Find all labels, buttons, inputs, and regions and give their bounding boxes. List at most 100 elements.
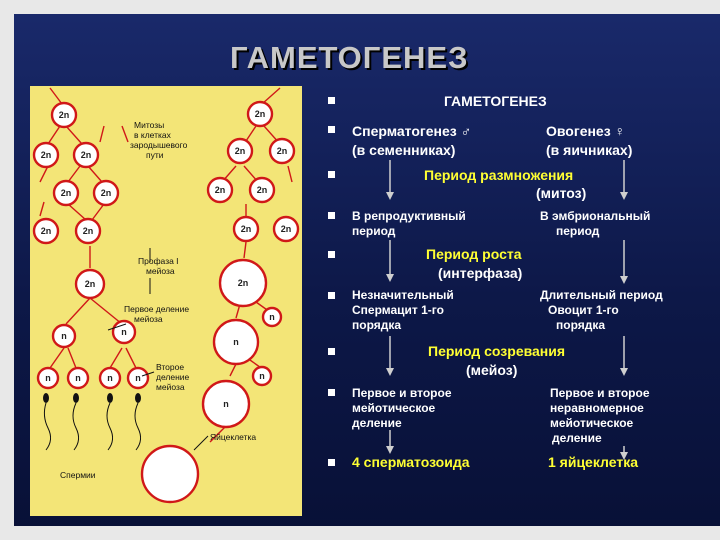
down-arrow-icon: [386, 446, 394, 454]
square-bullet-icon: [328, 212, 335, 219]
down-arrow-icon: [386, 274, 394, 282]
second-division-label-line: деление: [156, 372, 190, 382]
ovo-time-line: период: [556, 224, 600, 238]
large-cell: [201, 379, 251, 429]
ovo-title: Овогенез ♀: [546, 123, 625, 139]
square-bullet-icon: [328, 348, 335, 355]
large-cell: [218, 258, 268, 308]
cell: [52, 179, 80, 207]
sperm-head: [135, 393, 141, 403]
sperm-division-line: мейотическое: [352, 401, 436, 415]
cell-label: n: [223, 399, 229, 409]
ovo-division-line: мейотическое: [550, 416, 634, 430]
mitosis-label-line: в клетках: [134, 130, 172, 140]
second-division-label-line: Второе: [156, 362, 184, 372]
ovo-growth-line: Длительный период: [540, 288, 663, 302]
cell: [98, 366, 122, 390]
cell-label: 2n: [277, 146, 288, 156]
bottom-border: [0, 526, 720, 540]
result-sperm: 4 сперматозоида: [352, 454, 470, 470]
sperm-head: [107, 393, 113, 403]
ovo-place: (в яичниках): [546, 142, 632, 158]
cell-label: n: [45, 373, 51, 383]
polar-body: [261, 306, 283, 328]
ovo-time-line: В эмбриональный: [540, 209, 650, 223]
square-bullet-icon: [328, 97, 335, 104]
sperm-growth-line: порядка: [352, 318, 401, 332]
ovo-growth-line: порядка: [556, 318, 605, 332]
sperm-title: Сперматогенез ♂: [352, 123, 471, 139]
cell-label: n: [259, 371, 265, 381]
sperm-tails: [43, 393, 142, 451]
cell: [74, 268, 106, 300]
period-reproduction-note: (митоз): [536, 185, 586, 201]
down-arrow-icon: [620, 452, 628, 460]
sperm-growth-line: Спермацит 1-го: [352, 303, 444, 317]
sperm-division-line: Первое и второе: [352, 386, 452, 400]
result-ovo: 1 яйцеклетка: [548, 454, 638, 470]
sperm-head: [43, 393, 49, 403]
sperm-division-line: деление: [352, 416, 402, 430]
cell-label: n: [107, 373, 113, 383]
cell: [248, 176, 276, 204]
cell: [74, 217, 102, 245]
cell: [206, 176, 234, 204]
cell-label: 2n: [238, 278, 249, 288]
cell-label: n: [269, 312, 275, 322]
sperm-place: (в семенниках): [352, 142, 455, 158]
egg-cell: [140, 444, 200, 504]
cell-label: 2n: [59, 110, 70, 120]
cell: [66, 366, 90, 390]
cell: [268, 137, 296, 165]
cell-label: 2n: [61, 188, 72, 198]
cell: [51, 323, 77, 349]
ovo-division-line: неравномерное: [550, 401, 644, 415]
period-maturation: Период созревания: [428, 343, 565, 359]
cell: [72, 141, 100, 169]
polar-body: [251, 365, 273, 387]
cell-label: 2n: [81, 150, 92, 160]
cell-label: 2n: [41, 150, 52, 160]
square-bullet-icon: [328, 251, 335, 258]
square-bullet-icon: [328, 292, 335, 299]
ovo-division-line: Первое и второе: [550, 386, 650, 400]
sperm-time-line: период: [352, 224, 396, 238]
cell-label: n: [121, 327, 127, 337]
mitosis-label-line: Митозы: [134, 120, 164, 130]
cell-label: 2n: [255, 109, 266, 119]
cell-label: 2n: [235, 146, 246, 156]
ovo-division-line: деление: [552, 431, 602, 445]
cell: [32, 217, 60, 245]
cell: [32, 141, 60, 169]
sperm-branch-arrows: [39, 87, 137, 369]
cell-label: n: [75, 373, 81, 383]
diagram-labels: Митозы в клетках зародышевого пути Профа…: [60, 120, 256, 480]
prophase-label-line: Профаза I: [138, 256, 179, 266]
ovo-growth-line: Овоцит 1-го: [548, 303, 619, 317]
cell: [50, 101, 78, 129]
egg-label: Яйцеклетка: [210, 432, 256, 442]
cell-label: 2n: [101, 188, 112, 198]
square-bullet-icon: [328, 171, 335, 178]
flow-arrows: [386, 160, 628, 460]
bullets: [328, 97, 335, 466]
down-arrow-icon: [620, 368, 628, 376]
cell-label: 2n: [215, 185, 226, 195]
cell-label: n: [135, 373, 141, 383]
period-growth-note: (интерфаза): [438, 265, 522, 281]
mitosis-label-line: зародышевого: [130, 140, 188, 150]
cell-label: n: [61, 331, 67, 341]
square-bullet-icon: [328, 389, 335, 396]
period-maturation-note: (мейоз): [466, 362, 517, 378]
cell-label: 2n: [257, 185, 268, 195]
sperm-growth-line: Незначительный: [352, 288, 454, 302]
cell-label: n: [233, 337, 239, 347]
down-arrow-icon: [620, 276, 628, 284]
cell: [272, 215, 300, 243]
sperm-label: Спермии: [60, 470, 96, 480]
cell-label: 2n: [85, 279, 96, 289]
cell: [36, 366, 60, 390]
sperm-head: [73, 393, 79, 403]
